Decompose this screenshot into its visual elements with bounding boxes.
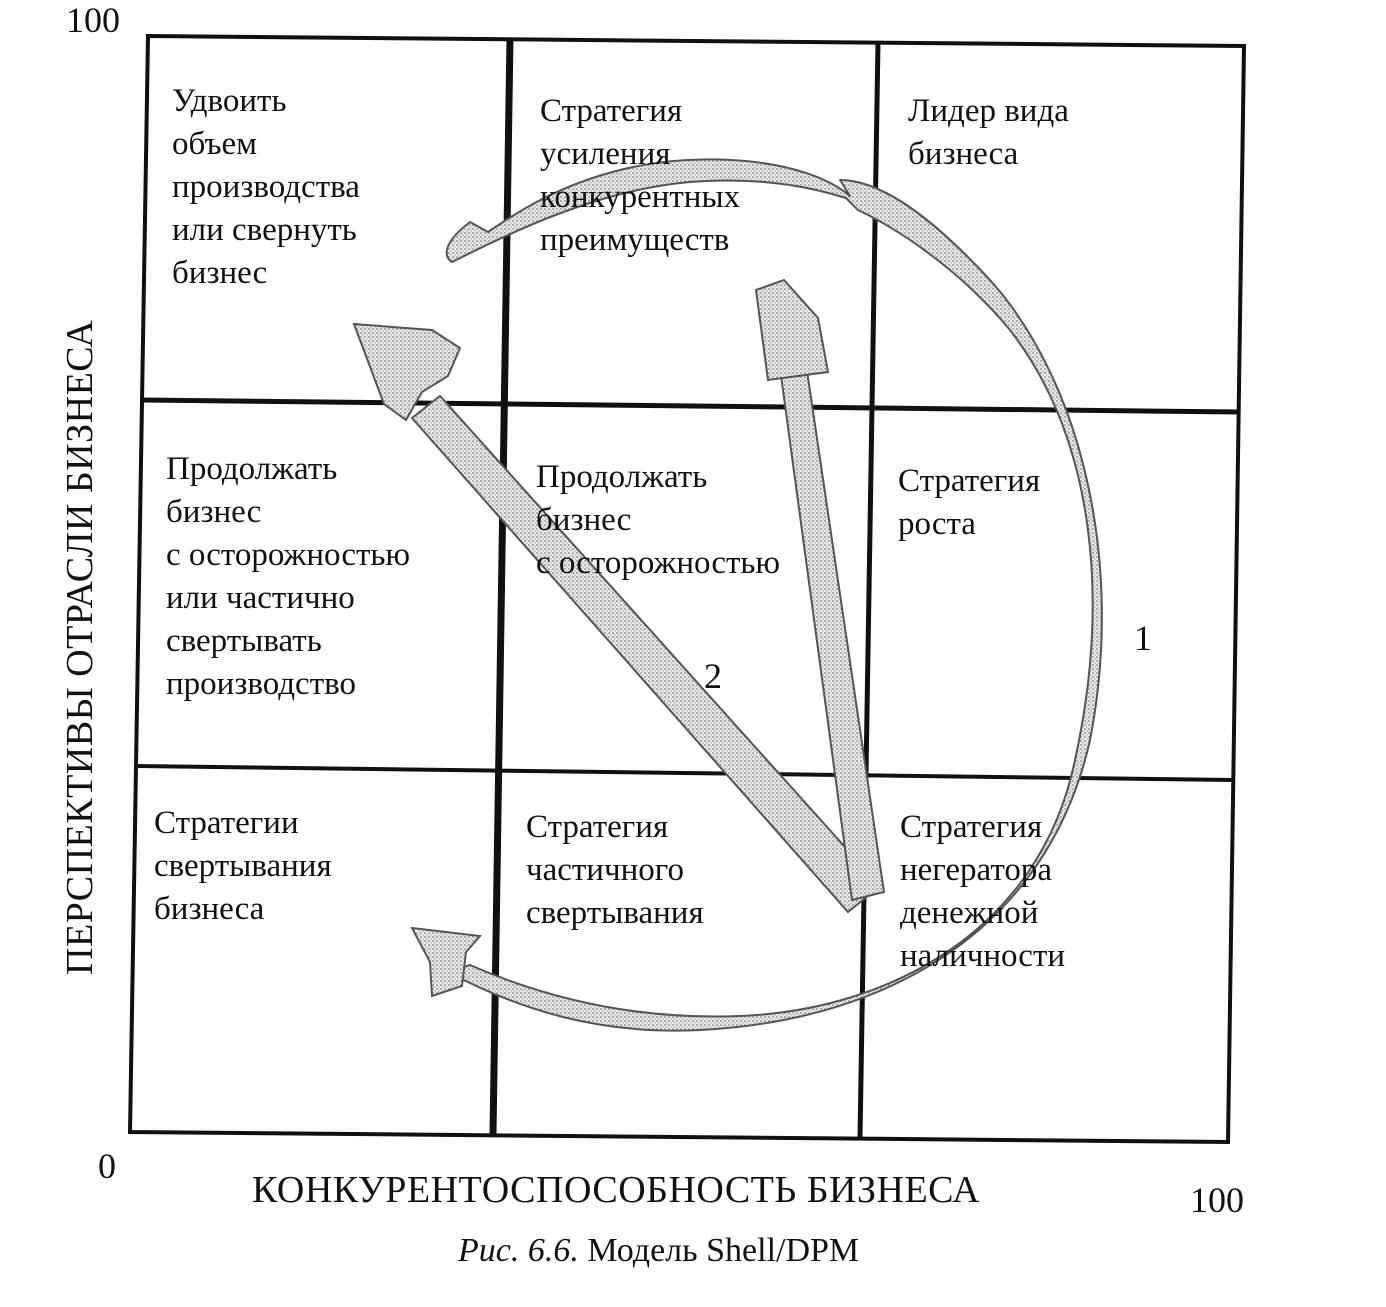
cell-line: усиления — [540, 136, 671, 172]
cell-top-left: Удвоить объем производства или свернуть … — [172, 80, 360, 295]
route-2-number: 2 — [704, 656, 722, 696]
cell-line: Стратегии — [154, 805, 299, 841]
cell-line: частичного — [526, 852, 684, 888]
cell-bot-right: Стратегия негератора денежной наличности — [900, 806, 1065, 978]
cell-line: свертывания — [526, 895, 704, 931]
cell-line: свертывания — [154, 848, 332, 884]
caption-prefix: Рис. 6.6. — [458, 1232, 579, 1269]
cell-mid-right: Стратегия роста — [898, 460, 1040, 546]
route-1-number: 1 — [1134, 618, 1152, 658]
cell-line: производства — [172, 169, 360, 205]
route-3-arrowhead — [754, 278, 830, 382]
cell-line: Лидер вида — [908, 93, 1069, 129]
y-axis-title: ПЕРСПЕКТИВЫ ОТРАСЛИ БИЗНЕСА — [59, 319, 101, 975]
cell-line: Стратегия — [526, 809, 669, 845]
cell-top-right: Лидер вида бизнеса — [908, 90, 1069, 176]
origin-label: 0 — [98, 1146, 116, 1186]
cell-line: с осторожностью — [166, 537, 411, 573]
x-axis-title: КОНКУРЕНТОСПОСОБНОСТЬ БИЗНЕСА — [252, 1169, 981, 1211]
cell-line: денежной — [900, 895, 1039, 931]
grid-line-h1 — [141, 397, 1241, 415]
cell-line: Стратегия — [898, 463, 1041, 499]
cell-line: негератора — [900, 852, 1052, 888]
route-1-arrowhead — [410, 926, 483, 998]
cell-line: бизнеса — [154, 891, 265, 927]
caption-title: Модель Shell/DPM — [587, 1232, 860, 1269]
route-2-arrowhead — [352, 322, 462, 422]
cell-line: преимуществ — [540, 222, 730, 258]
y-axis-max-label: 100 — [66, 0, 120, 40]
x-axis-max-label: 100 — [1190, 1180, 1244, 1220]
cell-line: бизнес — [536, 502, 632, 538]
cell-line: конкурентных — [540, 179, 741, 215]
cell-line: Продолжать — [536, 459, 708, 495]
cell-line: с осторожностью — [536, 545, 781, 581]
cell-line: бизнеса — [908, 136, 1019, 172]
cell-line: Удвоить — [172, 83, 287, 119]
route-1-arrow-body — [445, 158, 1103, 1032]
cell-line: наличности — [900, 938, 1066, 974]
cell-line: объем — [172, 126, 258, 162]
cell-line: бизнес — [172, 255, 268, 291]
cell-line: роста — [898, 506, 976, 542]
cell-line: свертывать — [166, 623, 322, 659]
cell-line: Стратегия — [900, 809, 1043, 845]
cell-bot-mid: Стратегия частичного свертывания — [526, 806, 704, 935]
grid-line-v2 — [857, 41, 881, 1139]
cell-mid-left: Продолжать бизнес с осторожностью или ча… — [166, 448, 410, 706]
figure-caption: Рис. 6.6. Модель Shell/DPM — [458, 1232, 859, 1270]
cell-line: бизнес — [166, 494, 262, 530]
cell-line: производство — [166, 666, 356, 702]
cell-mid-mid: Продолжать бизнес с осторожностью — [536, 456, 780, 585]
grid-line-v1 — [489, 37, 514, 1135]
cell-line: Продолжать — [166, 451, 338, 487]
cell-bot-left: Стратегии свертывания бизнеса — [154, 802, 332, 931]
cell-top-mid: Стратегия усиления конкурентных преимуще… — [540, 90, 740, 262]
cell-line: Стратегия — [540, 93, 683, 129]
cell-line: или свернуть — [172, 212, 357, 248]
grid-line-h2 — [135, 764, 1235, 782]
cell-line: или частично — [166, 580, 355, 616]
